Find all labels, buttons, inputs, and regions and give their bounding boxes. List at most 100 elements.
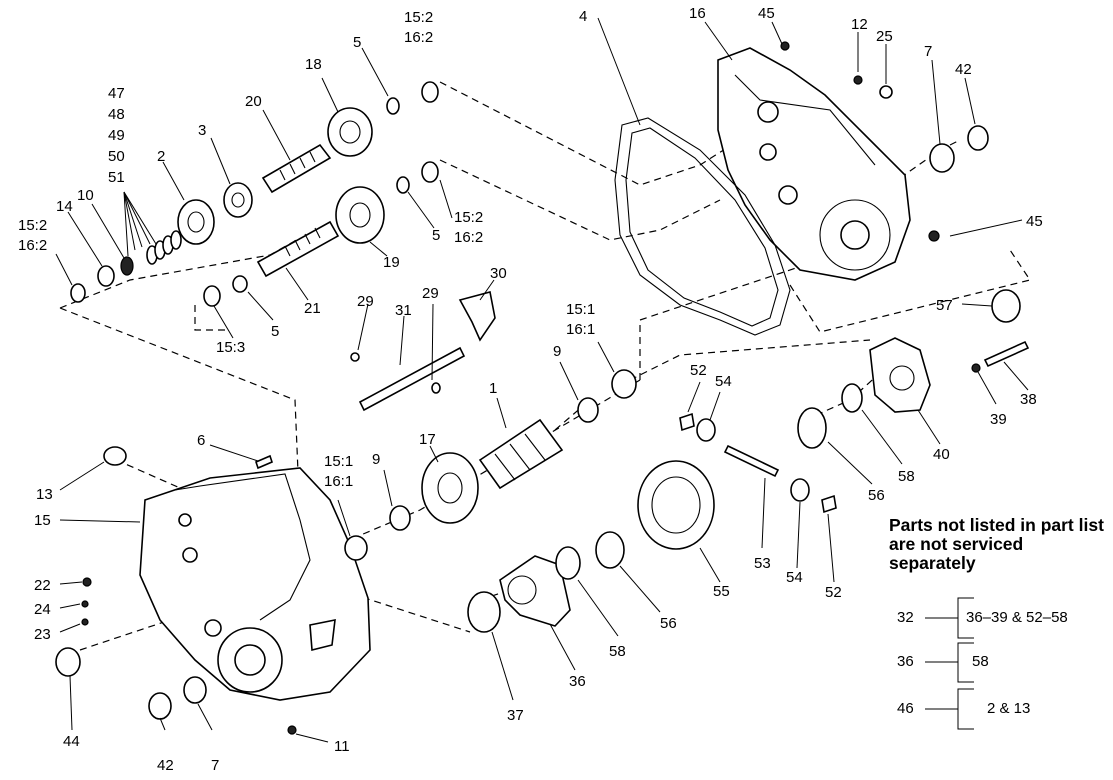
bevel-gear-56-upper xyxy=(797,407,827,449)
callout-16: 16 xyxy=(689,5,706,22)
pinion-54-upper xyxy=(696,418,716,442)
callout-22: 22 xyxy=(34,577,51,594)
callout-56: 56 xyxy=(868,487,885,504)
shaft-20 xyxy=(261,143,332,194)
callout-19: 19 xyxy=(383,254,400,271)
callout-54: 54 xyxy=(715,373,732,390)
callout-14: 14 xyxy=(56,198,73,215)
callout-58: 58 xyxy=(609,643,626,660)
gear-18 xyxy=(327,107,373,157)
callout-25: 25 xyxy=(876,28,893,45)
callout-9: 9 xyxy=(372,451,380,468)
callout-1: 1 xyxy=(489,380,497,397)
gear-2 xyxy=(177,199,215,245)
transaxle-housing-left xyxy=(139,467,371,735)
callout-52: 52 xyxy=(690,362,707,379)
callout-45: 45 xyxy=(758,5,775,22)
callout-5: 5 xyxy=(271,323,279,340)
callout-30: 30 xyxy=(490,265,507,282)
callout-29: 29 xyxy=(357,293,374,310)
callout-18: 18 xyxy=(305,56,322,73)
label-bushing-right-2: 16:1 xyxy=(566,321,595,338)
pinion-54-lower xyxy=(790,478,810,502)
callout-13: 13 xyxy=(36,486,53,503)
callout-52: 52 xyxy=(825,584,842,601)
callout-57: 57 xyxy=(936,297,953,314)
callout-3: 3 xyxy=(198,122,206,139)
label-bushing-low-1: 15:1 xyxy=(324,453,353,470)
gear-3 xyxy=(223,182,253,218)
shift-rod-31 xyxy=(358,346,466,412)
label-spring-48: 48 xyxy=(108,106,125,123)
kit-brackets xyxy=(925,597,974,730)
bevel-gear-56-lower xyxy=(595,531,625,569)
callout-55: 55 xyxy=(713,583,730,600)
label-bearing-low: 15:3 xyxy=(216,339,245,356)
callout-42: 42 xyxy=(955,61,972,78)
callout-42: 42 xyxy=(157,757,174,774)
kit-includes-46: 2 & 13 xyxy=(987,700,1031,717)
washers-and-bearings xyxy=(55,41,1021,720)
callout-6: 6 xyxy=(197,432,205,449)
label-seal-top-2: 16:2 xyxy=(404,29,433,46)
pin-53 xyxy=(723,444,780,478)
callout-31: 31 xyxy=(395,302,412,319)
label-spring-47: 47 xyxy=(108,85,125,102)
callout-10: 10 xyxy=(77,187,94,204)
label-seal-top-1: 15:2 xyxy=(404,9,433,26)
cover-gasket xyxy=(614,117,791,336)
kit-part-36: 36 xyxy=(897,653,914,670)
gear-13 xyxy=(103,446,127,466)
callout-24: 24 xyxy=(34,601,51,618)
label-spring-49: 49 xyxy=(108,127,125,144)
kit-part-46: 46 xyxy=(897,700,914,717)
label-bushing-low-2: 16:1 xyxy=(324,473,353,490)
callout-7: 7 xyxy=(211,757,219,774)
callout-12: 12 xyxy=(851,16,868,33)
leader-lines xyxy=(55,17,1029,743)
callout-11: 11 xyxy=(334,738,350,755)
callout-5: 5 xyxy=(432,227,440,244)
label-seal-left-1: 15:2 xyxy=(18,217,47,234)
callout-54: 54 xyxy=(786,569,803,586)
pin-38 xyxy=(983,340,1030,368)
callout-40: 40 xyxy=(933,446,950,463)
callout-38: 38 xyxy=(1020,391,1037,408)
carrier-40 xyxy=(869,337,931,413)
gear-17 xyxy=(421,452,479,524)
callout-53: 53 xyxy=(754,555,771,572)
callout-15: 15 xyxy=(34,512,51,529)
label-bushing-right-1: 15:1 xyxy=(566,301,595,318)
label-spring-50: 50 xyxy=(108,148,125,165)
label-seal-mid-1: 15:2 xyxy=(454,209,483,226)
ring-gear-55 xyxy=(637,460,715,550)
kit-part-32: 32 xyxy=(897,609,914,626)
callout-58: 58 xyxy=(898,468,915,485)
callout-45: 45 xyxy=(1026,213,1043,230)
label-seal-mid-2: 16:2 xyxy=(454,229,483,246)
callout-39: 39 xyxy=(990,411,1007,428)
callout-29: 29 xyxy=(422,285,439,302)
callout-17: 17 xyxy=(419,431,436,448)
callout-7: 7 xyxy=(924,43,932,60)
kit-includes-36: 58 xyxy=(972,653,989,670)
callout-23: 23 xyxy=(34,626,51,643)
label-spring-51: 51 xyxy=(108,169,125,186)
callout-21: 21 xyxy=(304,300,321,317)
axle-1 xyxy=(478,418,564,490)
label-seal-left-2: 16:2 xyxy=(18,237,47,254)
callout-37: 37 xyxy=(507,707,524,724)
stacked-labels: 15:2 16:2 15:2 16:2 15:2 16:2 15:1 16:1 … xyxy=(18,9,595,490)
callout-44: 44 xyxy=(63,733,80,750)
gear-19 xyxy=(335,186,385,244)
shaft-21 xyxy=(256,220,340,278)
callout-2: 2 xyxy=(157,148,165,165)
callout-4: 4 xyxy=(579,8,587,25)
callout-numbers: 1 2 3 4 5 5 5 6 7 7 9 9 10 11 12 13 14 1… xyxy=(34,5,1043,774)
service-note: Parts not listed in part list are not se… xyxy=(889,515,1104,573)
callout-20: 20 xyxy=(245,93,262,110)
callout-5: 5 xyxy=(353,34,361,51)
transaxle-cover-right xyxy=(717,47,911,281)
carrier-36 xyxy=(499,555,571,627)
